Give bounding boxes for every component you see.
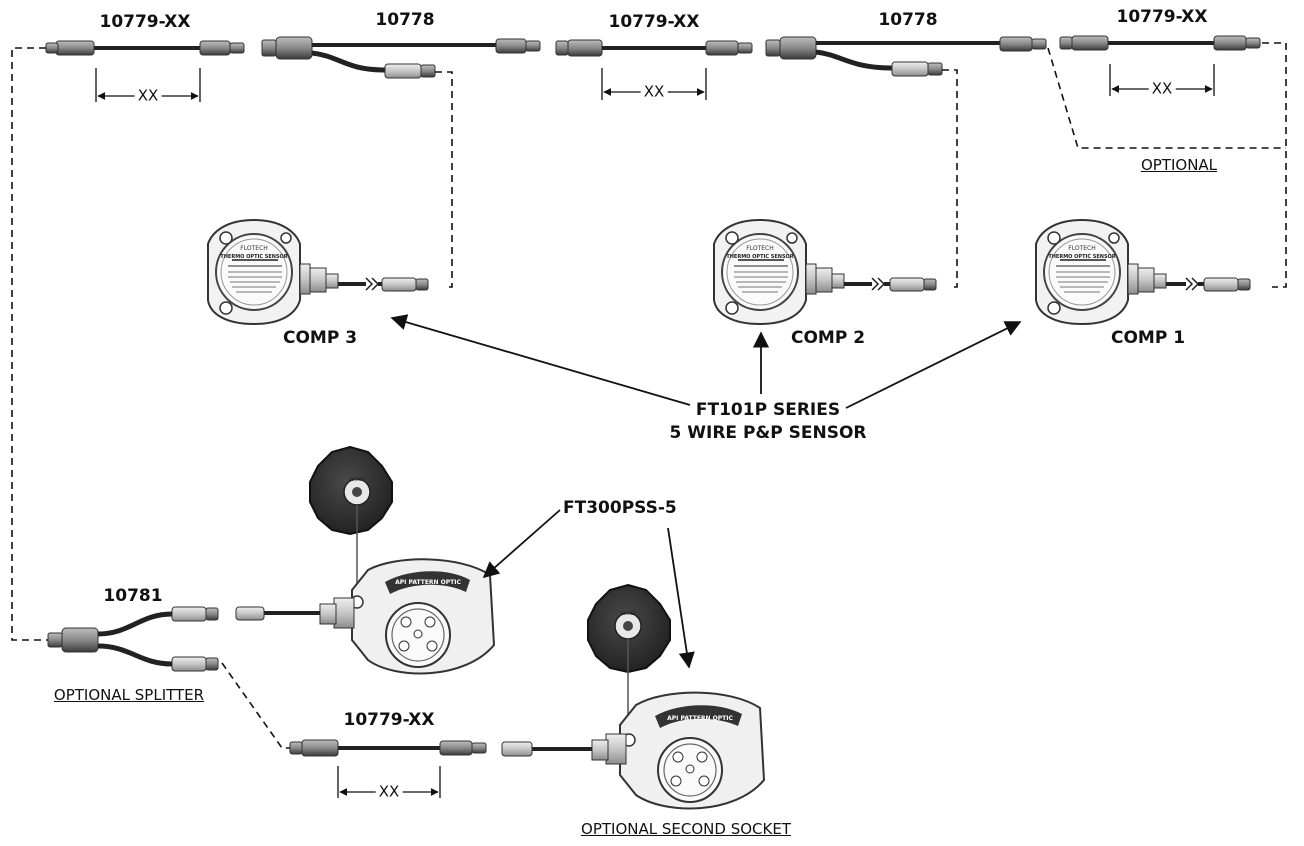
- sensor-brand-text: FLOTECH: [746, 245, 773, 252]
- sensor-title-text: THERMO OPTIC SENSOR: [220, 254, 287, 260]
- cable-label-10779-b: 10779-XX: [608, 12, 700, 32]
- socket-label-text: API PATTERN OPTIC: [667, 715, 733, 722]
- socket-2: [501, 583, 766, 810]
- dimension-xx-2: XX: [640, 84, 668, 100]
- sensor-comp1: [1035, 218, 1251, 326]
- sensor-callout-line2: 5 WIRE P&P SENSOR: [669, 423, 867, 443]
- cable-label-10779-bottom: 10779-XX: [343, 710, 435, 730]
- cable-10778-a: [261, 36, 541, 79]
- sensor-callout-line1: FT101P SERIES: [695, 400, 841, 420]
- sensor-comp3: [207, 218, 429, 326]
- optional-note: OPTIONAL: [1140, 156, 1218, 174]
- cable-10779-a: [45, 40, 245, 56]
- cable-10779-c: [1059, 35, 1261, 51]
- sensor-brand-text: FLOTECH: [1068, 245, 1095, 252]
- sensor-brand-text: FLOTECH: [240, 245, 267, 252]
- dimension-xx-3: XX: [1148, 81, 1176, 97]
- optional-splitter-note: OPTIONAL SPLITTER: [53, 686, 205, 704]
- sensor-title-text: THERMO OPTIC SENSOR: [726, 254, 793, 260]
- cable-10779-b: [555, 39, 753, 57]
- sensor-comp2: [713, 218, 937, 326]
- socket-callout-arrows: [482, 509, 695, 669]
- cable-10779-bottom: [289, 739, 487, 757]
- cable-10778-b: [765, 36, 1047, 77]
- splitter-10781: [47, 606, 219, 672]
- comp2-label: COMP 2: [790, 328, 866, 348]
- sensor-callout-arrows: [390, 314, 1022, 409]
- comp1-label: COMP 1: [1110, 328, 1186, 348]
- splitter-label: 10781: [103, 586, 163, 606]
- cable-label-10778-b: 10778: [878, 10, 938, 30]
- socket-1: [235, 445, 496, 675]
- cable-label-10779-c: 10779-XX: [1116, 7, 1208, 27]
- sensor-title-text: THERMO OPTIC SENSOR: [1048, 254, 1115, 260]
- cap-text: SOCKET: [349, 477, 366, 482]
- dimension-xx-1: XX: [134, 88, 162, 104]
- optional-second-socket-note: OPTIONAL SECOND SOCKET: [581, 820, 791, 838]
- comp3-label: COMP 3: [282, 328, 358, 348]
- cable-label-10778-a: 10778: [375, 10, 435, 30]
- socket-callout-label: FT300PSS-5: [563, 498, 677, 518]
- dashed-wiring: [11, 42, 1287, 749]
- cap-text: SOCKET: [620, 611, 637, 616]
- socket-label-text: API PATTERN OPTIC: [395, 579, 461, 586]
- cable-label-10779-a: 10779-XX: [99, 12, 191, 32]
- dimension-xx-4: XX: [375, 784, 403, 800]
